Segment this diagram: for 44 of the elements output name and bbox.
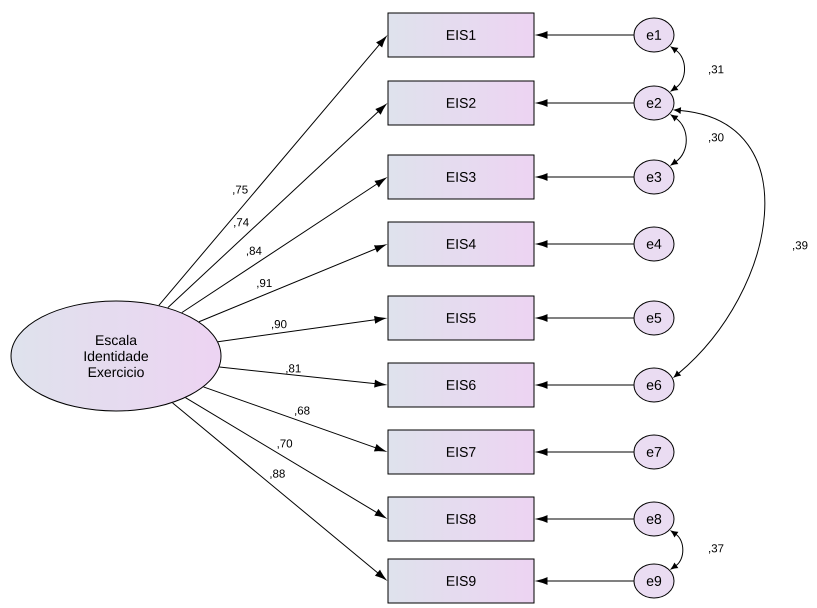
arrow — [185, 397, 386, 518]
indicator-box: EIS7 — [388, 430, 534, 474]
edge-label: ,75 — [233, 186, 248, 195]
indicator-box: EIS5 — [388, 296, 534, 340]
indicator-box: EIS4 — [388, 222, 534, 266]
indicator-box: EIS9 — [388, 558, 534, 604]
correlation-arrow — [670, 46, 686, 92]
arrow — [536, 31, 634, 39]
indicator-box: EIS8 — [388, 496, 534, 542]
arrow — [536, 381, 634, 389]
edge-label: ,88 — [270, 470, 285, 480]
indicator-box: EIS6 — [388, 362, 534, 408]
edge-label: ,68 — [295, 406, 310, 416]
edge-label: ,81 — [286, 364, 301, 374]
correlation-arrow — [674, 107, 765, 378]
arrow — [218, 366, 386, 388]
edge-label: ,30 — [707, 132, 725, 144]
indicator-box: EIS3 — [388, 154, 534, 200]
arrow — [203, 386, 386, 452]
edge-label: ,39 — [791, 240, 809, 252]
indicator-box: EIS2 — [388, 80, 534, 126]
arrow — [217, 316, 386, 342]
arrow — [536, 448, 634, 456]
edge-label: ,70 — [278, 439, 292, 449]
edge-label: ,31 — [707, 64, 725, 76]
edge-label: ,37 — [707, 543, 725, 555]
arrow — [536, 173, 634, 181]
edge-label: ,91 — [257, 278, 272, 288]
arrow — [536, 515, 634, 523]
correlation-arrow — [670, 114, 687, 166]
arrow — [536, 99, 634, 107]
arrow — [536, 577, 634, 585]
arrow — [198, 244, 386, 322]
arrow — [167, 104, 386, 308]
indicator-box: EIS1 — [388, 12, 534, 58]
arrow — [536, 314, 634, 322]
edge-label: ,74 — [234, 218, 249, 228]
edge-label: ,84 — [246, 246, 262, 256]
arrow — [158, 36, 386, 306]
arrow — [172, 402, 386, 580]
arrow — [536, 240, 634, 248]
correlation-arrow — [670, 530, 684, 570]
edge-label: ,90 — [272, 320, 287, 330]
arrow — [181, 178, 386, 314]
